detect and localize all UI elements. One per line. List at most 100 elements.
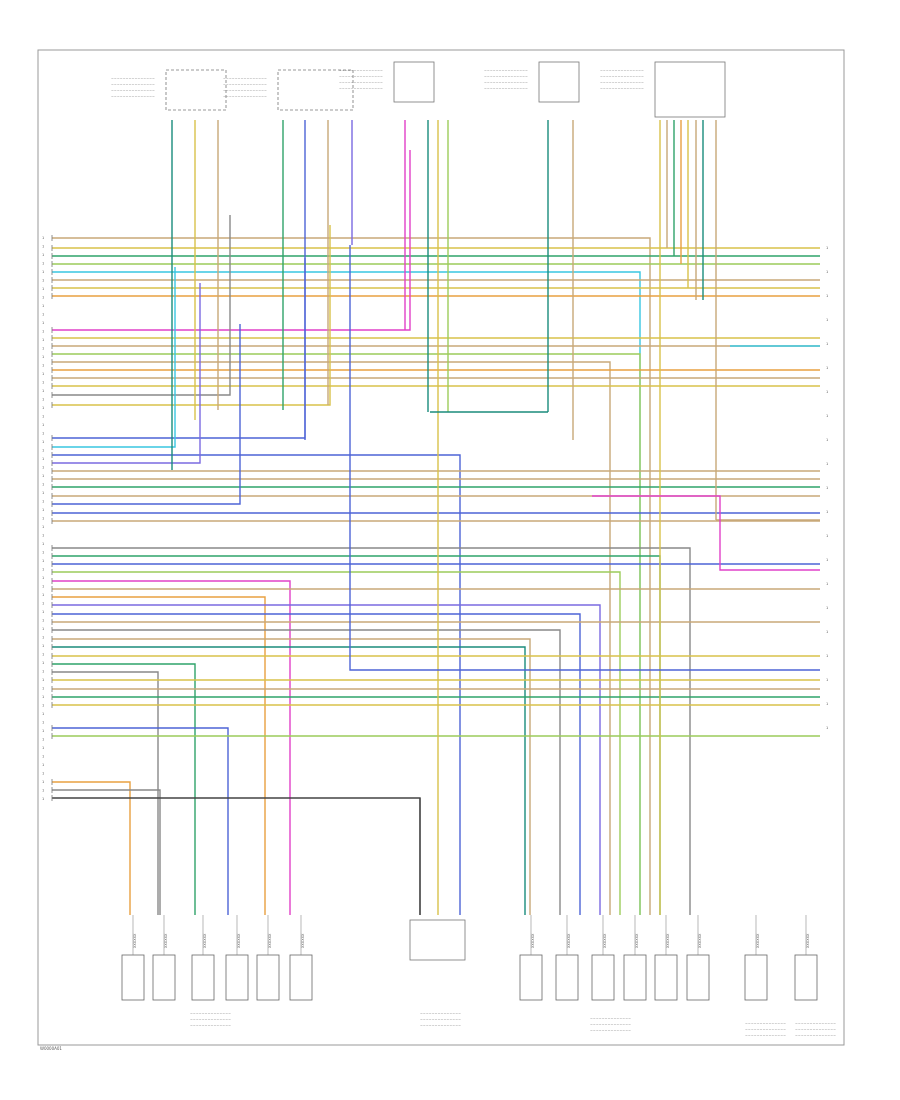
wire-label: ~~~~~~~~~~~~~~~ [111,77,155,81]
wire-label: 1 [42,644,44,648]
wire-label: 1 [42,763,44,767]
wire-label: 1 [42,704,44,708]
wire-label: 1 [42,287,44,291]
component-layer [121,61,818,1001]
wire-label: 1 [42,449,44,453]
wire-label: 1 [826,318,828,322]
wire-label: 1 [826,606,828,610]
wire-label: 1 [826,246,828,250]
wire-label: 1 [42,508,44,512]
wire-label: ~~~~~~~~~~~~~~~ [484,87,528,91]
wire-label: 1 [42,236,44,240]
wire-label: XXXXXX [756,933,760,948]
wire-label: ~~~~~~~~~~~~~~ [590,1017,631,1021]
wire-label: 1 [42,721,44,725]
wire-label: ~~~~~~~~~~~~~~ [420,1018,461,1022]
wire-label: ~~~~~~~~~~~~~~~ [223,83,267,87]
wire-label: 1 [826,582,828,586]
bottom-connector-7 [555,954,579,1001]
wire-label: 1 [826,630,828,634]
wire-label: 1 [826,486,828,490]
wire-h26 [52,324,241,505]
wire-label: ~~~~~~~~~~~~~~ [420,1024,461,1028]
top-component-1 [277,69,354,111]
wire-label: 1 [42,551,44,555]
wire-label: 1 [42,270,44,274]
bottom-connector-0 [121,954,145,1001]
wire-label: 1 [42,619,44,623]
wire-label: ~~~~~~~~~~~~~~ [190,1018,231,1022]
bottom-connector-8 [591,954,615,1001]
wire-label: 1 [42,695,44,699]
wire-h36 [52,604,601,915]
wire-label: 1 [42,780,44,784]
wire-label: 1 [42,245,44,249]
wire-label: 1 [42,398,44,402]
wire-label: 1 [42,661,44,665]
wire-label: 1 [42,670,44,674]
wire-label: ~~~~~~~~~~~~~~ [590,1029,631,1033]
wire-h21 [52,283,201,464]
wire-h37 [52,613,581,915]
top-component-3 [538,61,580,103]
wire-label: ~~~~~~~~~~~~~~ [420,1012,461,1016]
wire-label: ~~~~~~~~~~~~~~~ [111,89,155,93]
bottom-connector-11 [686,954,710,1001]
wire-label: ~~~~~~~~~~~~~~~ [339,69,383,73]
wire-h51 [52,781,131,915]
wire-h44 [52,671,159,915]
wire-label: 1 [42,347,44,351]
wire-label: 1 [42,729,44,733]
wire-label: 1 [42,772,44,776]
wire-label: 1 [42,279,44,283]
wire-label: 1 [42,355,44,359]
label-layer: ~~~~~~~~~~~~~~~~~~~~~~~~~~~~~~~~~~~~~~~~… [42,69,836,1038]
wire-label: 1 [42,338,44,342]
wire-label: 1 [42,517,44,521]
wire-label: 1 [42,483,44,487]
wire-label: 1 [42,500,44,504]
wire-label: ~~~~~~~~~~~~~~~ [339,75,383,79]
wire-h49 [52,727,229,915]
wire-label: 1 [42,568,44,572]
wire-label: 1 [42,423,44,427]
wire-label: 1 [42,678,44,682]
wire-label: 1 [42,687,44,691]
wire-label: XXXXXX [698,933,702,948]
wire-label: ~~~~~~~~~~~~~~ [795,1022,836,1026]
wire-label: 1 [42,372,44,376]
bottom-connector-12 [744,954,768,1001]
wire-label: 1 [826,678,828,682]
wire-label: 1 [42,296,44,300]
wire-label: XXXXXX [666,933,670,948]
wire-r2 [592,495,820,571]
wire-label: XXXXXX [133,933,137,948]
wire-label: 1 [826,702,828,706]
wire-label: 1 [42,321,44,325]
wire-label: ~~~~~~~~~~~~~~~ [600,69,644,73]
wire-h41 [52,646,526,915]
wire-label: XXXXXX [603,933,607,948]
wire-label: 1 [826,510,828,514]
wire-r4 [349,245,820,671]
wire-label: 1 [42,585,44,589]
wire-h32 [52,571,621,915]
wire-label: 1 [42,381,44,385]
wire-label: XXXXXX [806,933,810,948]
wire-label: 1 [826,294,828,298]
wire-label: XXXXXX [567,933,571,948]
wire-label: XXXXXX [301,933,305,948]
wire-label: 1 [42,593,44,597]
bottom-connector-1 [152,954,176,1001]
wire-label: 1 [826,438,828,442]
wire-label: 1 [42,432,44,436]
wire-label: 1 [42,262,44,266]
wire-label: ~~~~~~~~~~~~~~~ [223,89,267,93]
wire-label: 1 [42,542,44,546]
wire-label: ~~~~~~~~~~~~~~~ [600,75,644,79]
footer-code: W0000A01 [40,1046,62,1051]
bottom-connector-5 [289,954,313,1001]
wire-label: 1 [42,559,44,563]
wire-label: 1 [826,414,828,418]
